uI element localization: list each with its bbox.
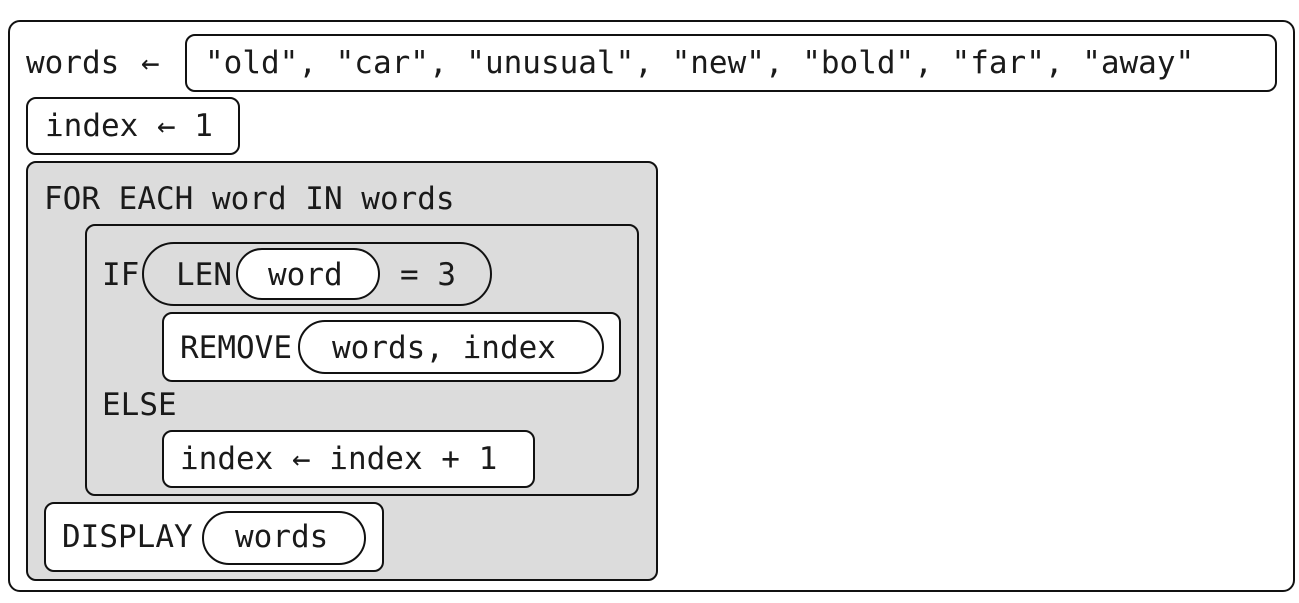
else-keyword: ELSE	[102, 387, 177, 423]
remove-arguments: words, index	[332, 330, 556, 366]
increment-text: index ← index + 1	[180, 441, 498, 477]
index-init-block	[26, 97, 240, 155]
remove-arguments-pill	[298, 320, 604, 374]
len-argument-pill	[236, 248, 380, 300]
display-keyword: DISPLAY	[62, 519, 193, 555]
for-each-header: FOR EACH word IN words	[44, 181, 455, 217]
remove-keyword: REMOVE	[180, 330, 292, 366]
comparison-text: = 3	[400, 257, 456, 293]
len-keyword: LEN	[176, 257, 232, 293]
if-keyword: IF	[102, 257, 140, 293]
words-variable: words	[26, 45, 120, 81]
index-init-text: index ← 1	[45, 108, 213, 144]
assign-arrow: ←	[141, 45, 160, 81]
increment-block	[162, 430, 535, 488]
list-literal-block	[185, 34, 1277, 92]
display-argument: words	[235, 519, 329, 555]
display-argument-pill	[202, 511, 366, 565]
list-literal-text: "old", "car", "unusual", "new", "bold", …	[205, 45, 1195, 81]
len-argument: word	[268, 257, 343, 293]
